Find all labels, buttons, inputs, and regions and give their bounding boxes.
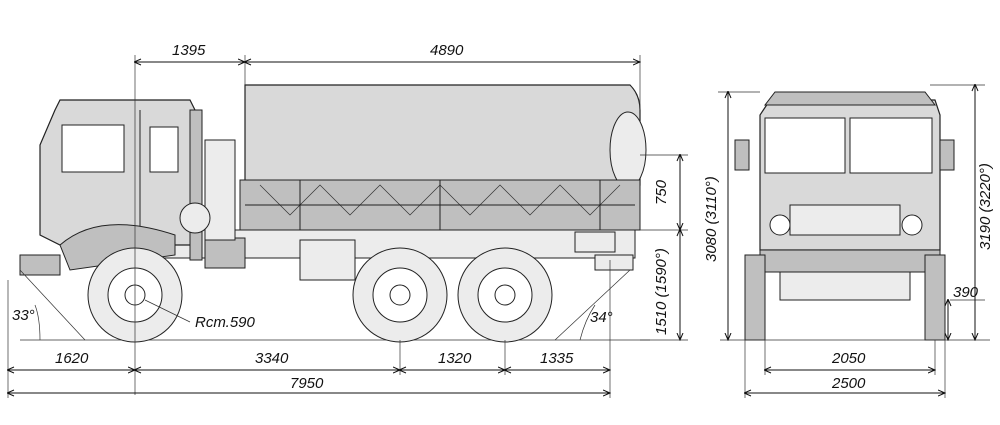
dim-1510: 1510 (1590°) xyxy=(653,248,670,335)
approach-angle-label: 33° xyxy=(12,307,35,324)
rear-bumper xyxy=(594,254,634,271)
dim-3190: 3190 (3220°) xyxy=(977,163,994,250)
dim-390: 390 xyxy=(953,284,979,301)
dim-7950: 7950 xyxy=(290,375,324,392)
rear-wheel-1 xyxy=(352,247,448,343)
front-axle xyxy=(779,271,911,301)
battery-box xyxy=(204,237,246,269)
front-view xyxy=(720,91,990,341)
dim-1335: 1335 xyxy=(540,350,574,367)
side-dimensions: 1395 4890 1620 3340 1320 1335 7950 33° 3… xyxy=(8,42,688,398)
front-bumper-front xyxy=(759,249,941,273)
front-tire-right xyxy=(924,254,946,341)
cab-rear-window xyxy=(149,126,179,173)
sideboard-straps xyxy=(245,180,635,230)
spare-wheel xyxy=(609,111,647,189)
exhaust-pipe xyxy=(189,109,203,261)
side-view xyxy=(19,84,650,343)
fuel-tank xyxy=(299,239,356,281)
dim-4890: 4890 xyxy=(430,42,464,59)
dim-750: 750 xyxy=(653,179,670,205)
cab-door-window xyxy=(61,124,125,173)
headlight-right xyxy=(901,214,923,236)
dim-2500: 2500 xyxy=(831,375,866,392)
turn-radius-label: Rст.590 xyxy=(195,314,256,331)
dim-1320: 1320 xyxy=(438,350,472,367)
air-filter xyxy=(204,139,236,241)
rear-wheel-2 xyxy=(457,247,553,343)
dim-3340: 3340 xyxy=(255,350,289,367)
departure-angle-label: 34° xyxy=(590,309,613,326)
front-bumper xyxy=(19,254,61,276)
rear-light-box xyxy=(574,231,616,253)
mirror-right xyxy=(939,139,955,171)
dim-1395: 1395 xyxy=(172,42,206,59)
headlight-left xyxy=(769,214,791,236)
grille xyxy=(789,204,901,236)
front-roof xyxy=(763,91,937,106)
front-tire-left xyxy=(744,254,766,341)
dim-2050: 2050 xyxy=(831,350,866,367)
cargo-tarp xyxy=(244,84,641,186)
windshield-left xyxy=(764,117,846,174)
windshield-right xyxy=(849,117,933,174)
front-dimensions: 3080 (3110°) 3190 (3220°) 390 2050 2500 xyxy=(703,85,994,398)
mirror-left xyxy=(734,139,750,171)
dim-1620: 1620 xyxy=(55,350,89,367)
engine-fan xyxy=(179,202,211,234)
dim-3080: 3080 (3110°) xyxy=(703,176,720,262)
